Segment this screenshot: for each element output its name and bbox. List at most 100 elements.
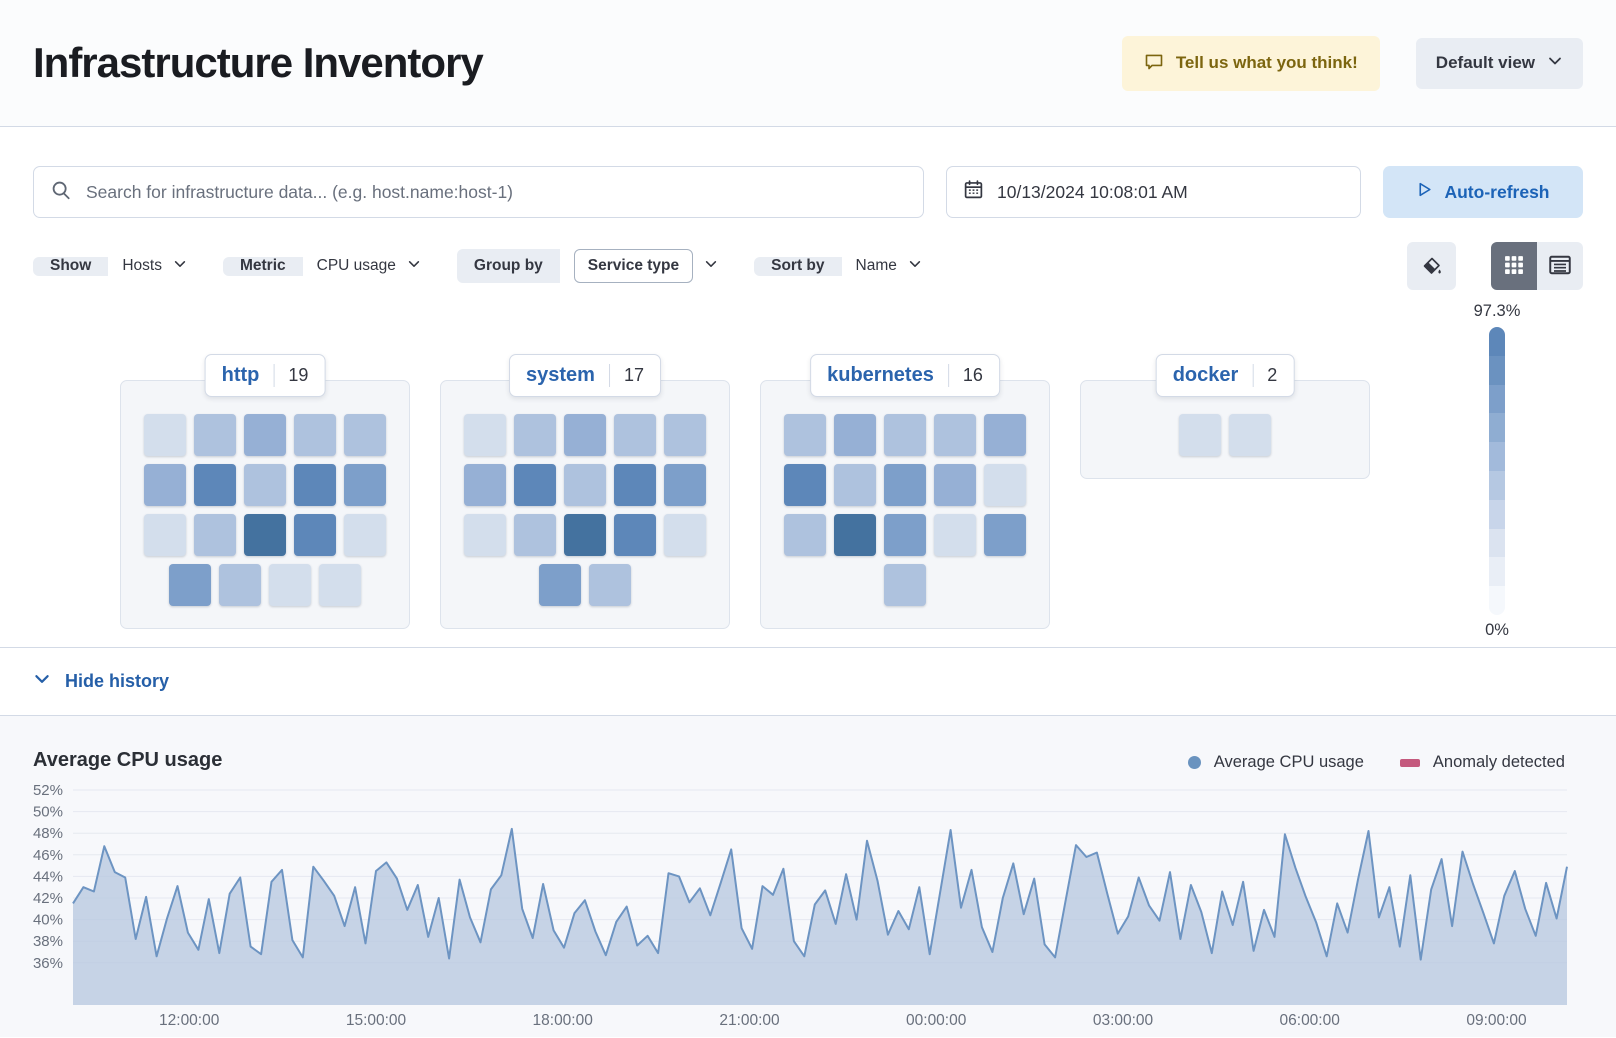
legend-item-anomaly[interactable]: Anomaly detected (1399, 753, 1565, 772)
host-tile[interactable] (464, 414, 506, 456)
page-header: Infrastructure Inventory Tell us what yo… (0, 0, 1616, 127)
host-tile[interactable] (294, 414, 336, 456)
host-tile[interactable] (144, 464, 186, 506)
cpu-history-section: Average CPU usage Average CPU usage Anom… (0, 715, 1616, 1037)
svg-text:38%: 38% (33, 933, 63, 950)
host-tile[interactable] (1229, 414, 1271, 456)
host-tile[interactable] (514, 414, 556, 456)
badge-divider (608, 364, 610, 387)
host-tile[interactable] (834, 464, 876, 506)
host-tile[interactable] (984, 514, 1026, 556)
group-name-link[interactable]: kubernetes (827, 364, 934, 386)
search-input[interactable] (86, 181, 907, 203)
host-tile[interactable] (589, 564, 631, 606)
host-tile[interactable] (564, 414, 606, 456)
host-tile[interactable] (614, 414, 656, 456)
host-tile[interactable] (319, 564, 361, 606)
host-tile[interactable] (564, 464, 606, 506)
host-tile[interactable] (934, 514, 976, 556)
hide-history-link[interactable]: Hide history (33, 670, 169, 693)
host-tile[interactable] (539, 564, 581, 606)
host-tile[interactable] (244, 464, 286, 506)
history-toggle-row: Hide history (0, 647, 1616, 715)
host-tile[interactable] (294, 464, 336, 506)
host-tile[interactable] (884, 564, 926, 606)
host-tile[interactable] (834, 414, 876, 456)
host-tile[interactable] (664, 464, 706, 506)
view-selector-button[interactable]: Default view (1415, 37, 1583, 89)
chart-legend: Average CPU usage Anomaly detected (1187, 753, 1583, 772)
host-tile[interactable] (514, 514, 556, 556)
waffle-group-system: system 17 (440, 354, 730, 629)
search-box (33, 166, 924, 218)
group-name-link[interactable]: system (526, 364, 595, 386)
host-tile[interactable] (784, 514, 826, 556)
host-tile[interactable] (784, 464, 826, 506)
host-tile[interactable] (514, 464, 556, 506)
host-tile[interactable] (194, 414, 236, 456)
host-tile[interactable] (344, 514, 386, 556)
datetime-value: 10/13/2024 10:08:01 AM (997, 181, 1188, 202)
host-tile[interactable] (194, 514, 236, 556)
host-tile[interactable] (664, 514, 706, 556)
host-tile[interactable] (169, 564, 211, 606)
show-filter-value[interactable]: Hosts (108, 256, 201, 276)
host-tile[interactable] (884, 414, 926, 456)
color-palette-button[interactable] (1407, 242, 1456, 290)
svg-text:44%: 44% (33, 868, 63, 885)
host-tile[interactable] (934, 464, 976, 506)
group-name-link[interactable]: http (221, 364, 260, 386)
group-name-link[interactable]: docker (1172, 364, 1239, 386)
group-count: 16 (962, 365, 983, 385)
group-badge-kubernetes: kubernetes 16 (810, 354, 1000, 397)
page-title: Infrastructure Inventory (33, 39, 484, 86)
paint-fill-icon (1420, 253, 1444, 280)
host-tile[interactable] (269, 564, 311, 606)
waffle-legend: 97.3% 0% (1467, 302, 1527, 640)
host-tile[interactable] (834, 514, 876, 556)
host-tile[interactable] (194, 464, 236, 506)
host-tile[interactable] (664, 414, 706, 456)
svg-text:03:00:00: 03:00:00 (1093, 1012, 1154, 1029)
host-tile[interactable] (564, 514, 606, 556)
host-tile[interactable] (464, 514, 506, 556)
badge-divider (1252, 364, 1254, 387)
metric-filter-value[interactable]: CPU usage (302, 256, 435, 276)
chevron-down-icon (33, 670, 51, 693)
host-tile[interactable] (144, 514, 186, 556)
badge-divider (947, 364, 949, 387)
host-tile[interactable] (614, 464, 656, 506)
host-tile[interactable] (244, 414, 286, 456)
host-tile[interactable] (219, 564, 261, 606)
table-view-button[interactable] (1537, 242, 1583, 290)
sort-by-filter-value[interactable]: Name (841, 256, 936, 276)
host-tile[interactable] (244, 514, 286, 556)
host-tile[interactable] (1179, 414, 1221, 456)
legend-item-avg-cpu[interactable]: Average CPU usage (1187, 753, 1364, 772)
host-tile[interactable] (784, 414, 826, 456)
host-tile[interactable] (144, 414, 186, 456)
host-tile[interactable] (464, 464, 506, 506)
grid-view-button[interactable] (1491, 242, 1537, 290)
play-icon (1416, 181, 1433, 203)
auto-refresh-button[interactable]: Auto-refresh (1383, 166, 1583, 218)
svg-text:09:00:00: 09:00:00 (1466, 1012, 1527, 1029)
svg-text:42%: 42% (33, 890, 63, 907)
service-type-chip[interactable]: Service type (573, 249, 694, 283)
group-by-filter-value[interactable]: Service type (559, 249, 733, 283)
host-tile[interactable] (984, 464, 1026, 506)
host-tile[interactable] (344, 414, 386, 456)
date-time-picker[interactable]: 10/13/2024 10:08:01 AM (946, 166, 1361, 218)
host-tile[interactable] (984, 414, 1026, 456)
svg-text:21:00:00: 21:00:00 (719, 1012, 780, 1029)
svg-text:15:00:00: 15:00:00 (346, 1012, 407, 1029)
feedback-button[interactable]: Tell us what you think! (1121, 35, 1380, 91)
host-tile[interactable] (614, 514, 656, 556)
host-tile[interactable] (884, 464, 926, 506)
host-tile[interactable] (934, 414, 976, 456)
group-count: 17 (623, 365, 644, 385)
host-tile[interactable] (294, 514, 336, 556)
host-tile[interactable] (884, 514, 926, 556)
host-tile[interactable] (344, 464, 386, 506)
